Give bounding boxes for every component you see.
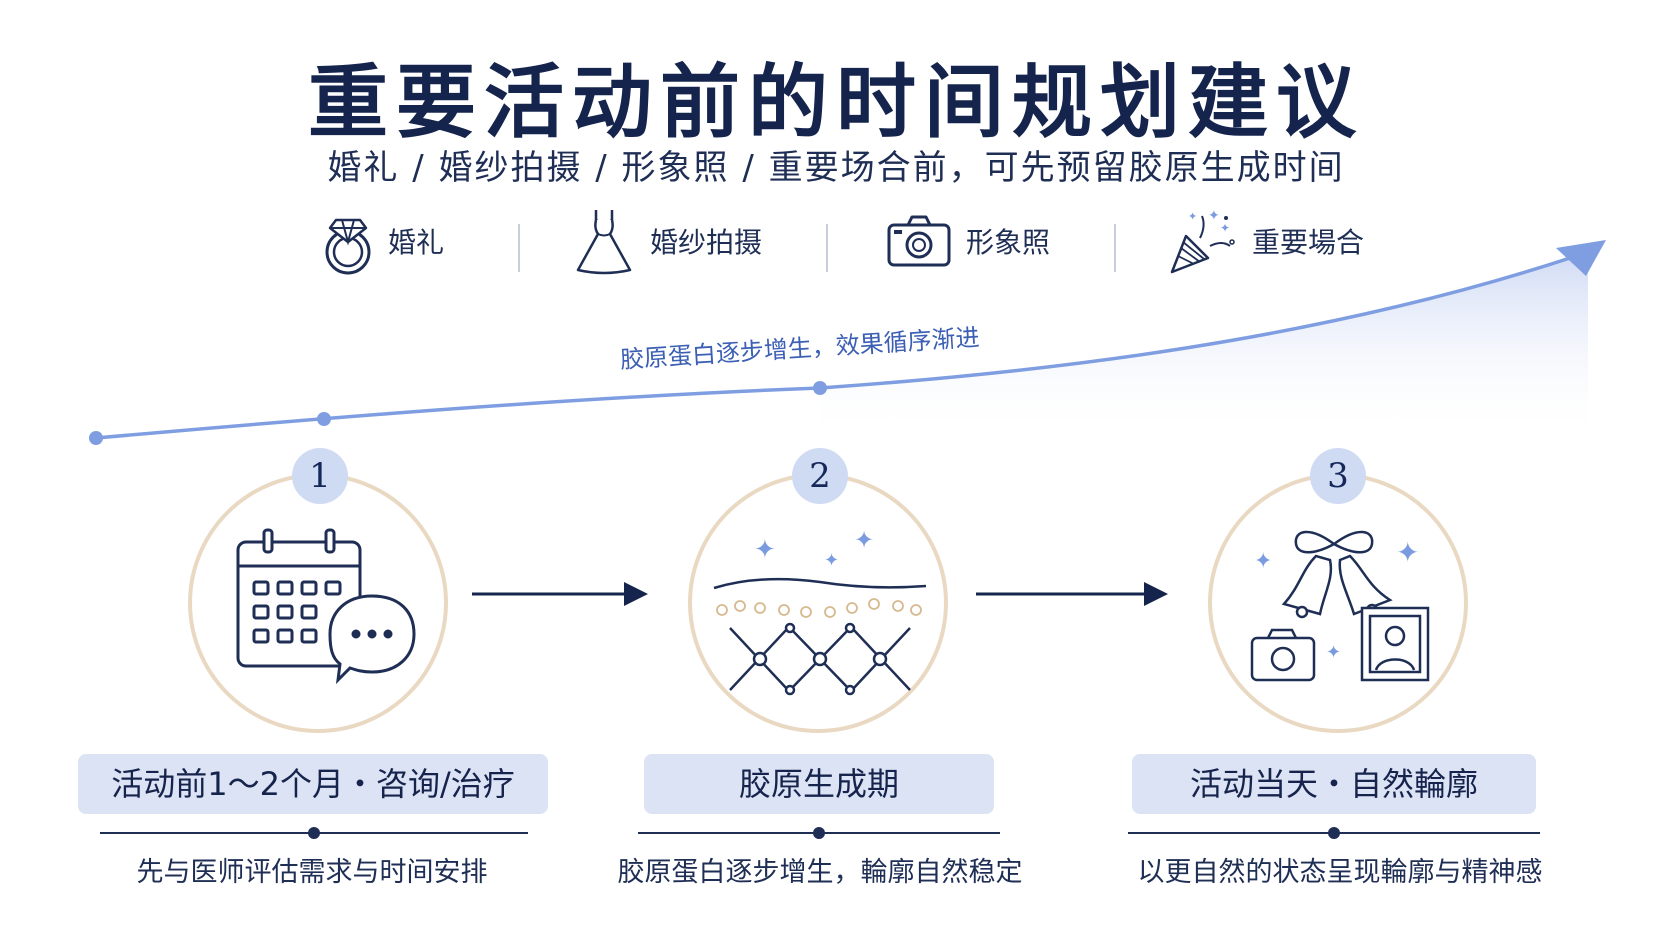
divider <box>518 224 520 272</box>
occasion-important: ✦ ✦ ✦ 重要場合 <box>1166 206 1364 276</box>
curve-arrowhead <box>1556 240 1606 276</box>
divider <box>1114 224 1116 272</box>
step-label: 活动当天・自然輪廓 <box>1132 754 1536 814</box>
step-number: 2 <box>792 448 848 504</box>
wedding-bells-icon <box>1250 530 1430 682</box>
svg-text:✦: ✦ <box>1326 642 1341 663</box>
dress-icon <box>576 210 632 275</box>
svg-text:✦: ✦ <box>1188 210 1197 223</box>
svg-text:✦: ✦ <box>824 550 839 571</box>
occasion-wedding-photo: 婚纱拍摄 <box>572 206 762 276</box>
step-number: 3 <box>1310 448 1366 504</box>
divider-dot <box>1328 827 1340 839</box>
occasion-label: 婚礼 <box>388 226 445 259</box>
occasion-wedding: 婚礼 <box>322 206 444 276</box>
svg-text:✦: ✦ <box>754 535 776 565</box>
step-description: 以更自然的状态呈现輪廓与精神感 <box>1137 857 1543 888</box>
svg-text:✦: ✦ <box>1254 549 1272 574</box>
ring-icon <box>325 218 371 275</box>
step-label: 胶原生成期 <box>644 754 994 814</box>
occasion-label: 婚纱拍摄 <box>650 226 763 259</box>
divider-dot <box>813 827 825 839</box>
page-subtitle: 婚礼 / 婚纱拍摄 / 形象照 / 重要场合前，可先预留胶原生成时间 <box>327 148 1345 188</box>
step-label: 活动前1～2个月・咨询/治疗 <box>78 754 548 814</box>
svg-text:✦: ✦ <box>1220 221 1230 235</box>
step-description: 先与医师评估需求与时间安排 <box>136 857 488 888</box>
party-popper-icon: ✦ ✦ ✦ <box>1170 208 1235 274</box>
svg-text:✦: ✦ <box>1208 208 1220 224</box>
camera-icon <box>887 215 951 267</box>
step-number: 1 <box>292 448 348 504</box>
calendar-chat-icon <box>236 528 416 685</box>
occasion-label: 形象照 <box>966 226 1051 259</box>
step-description: 胶原蛋白逐步增生，輪廓自然稳定 <box>617 857 1023 888</box>
curve-point <box>317 412 331 426</box>
svg-text:✦: ✦ <box>1396 536 1419 569</box>
curve-point <box>89 431 103 445</box>
divider-dot <box>308 827 320 839</box>
curve-point <box>813 381 827 395</box>
collagen-skin-icon <box>713 577 927 696</box>
occasion-portrait: 形象照 <box>886 206 1050 276</box>
occasion-label: 重要場合 <box>1252 226 1365 259</box>
divider <box>826 224 828 272</box>
svg-text:✦: ✦ <box>854 526 874 554</box>
page-title: 重要活动前的时间规划建议 <box>308 56 1364 149</box>
